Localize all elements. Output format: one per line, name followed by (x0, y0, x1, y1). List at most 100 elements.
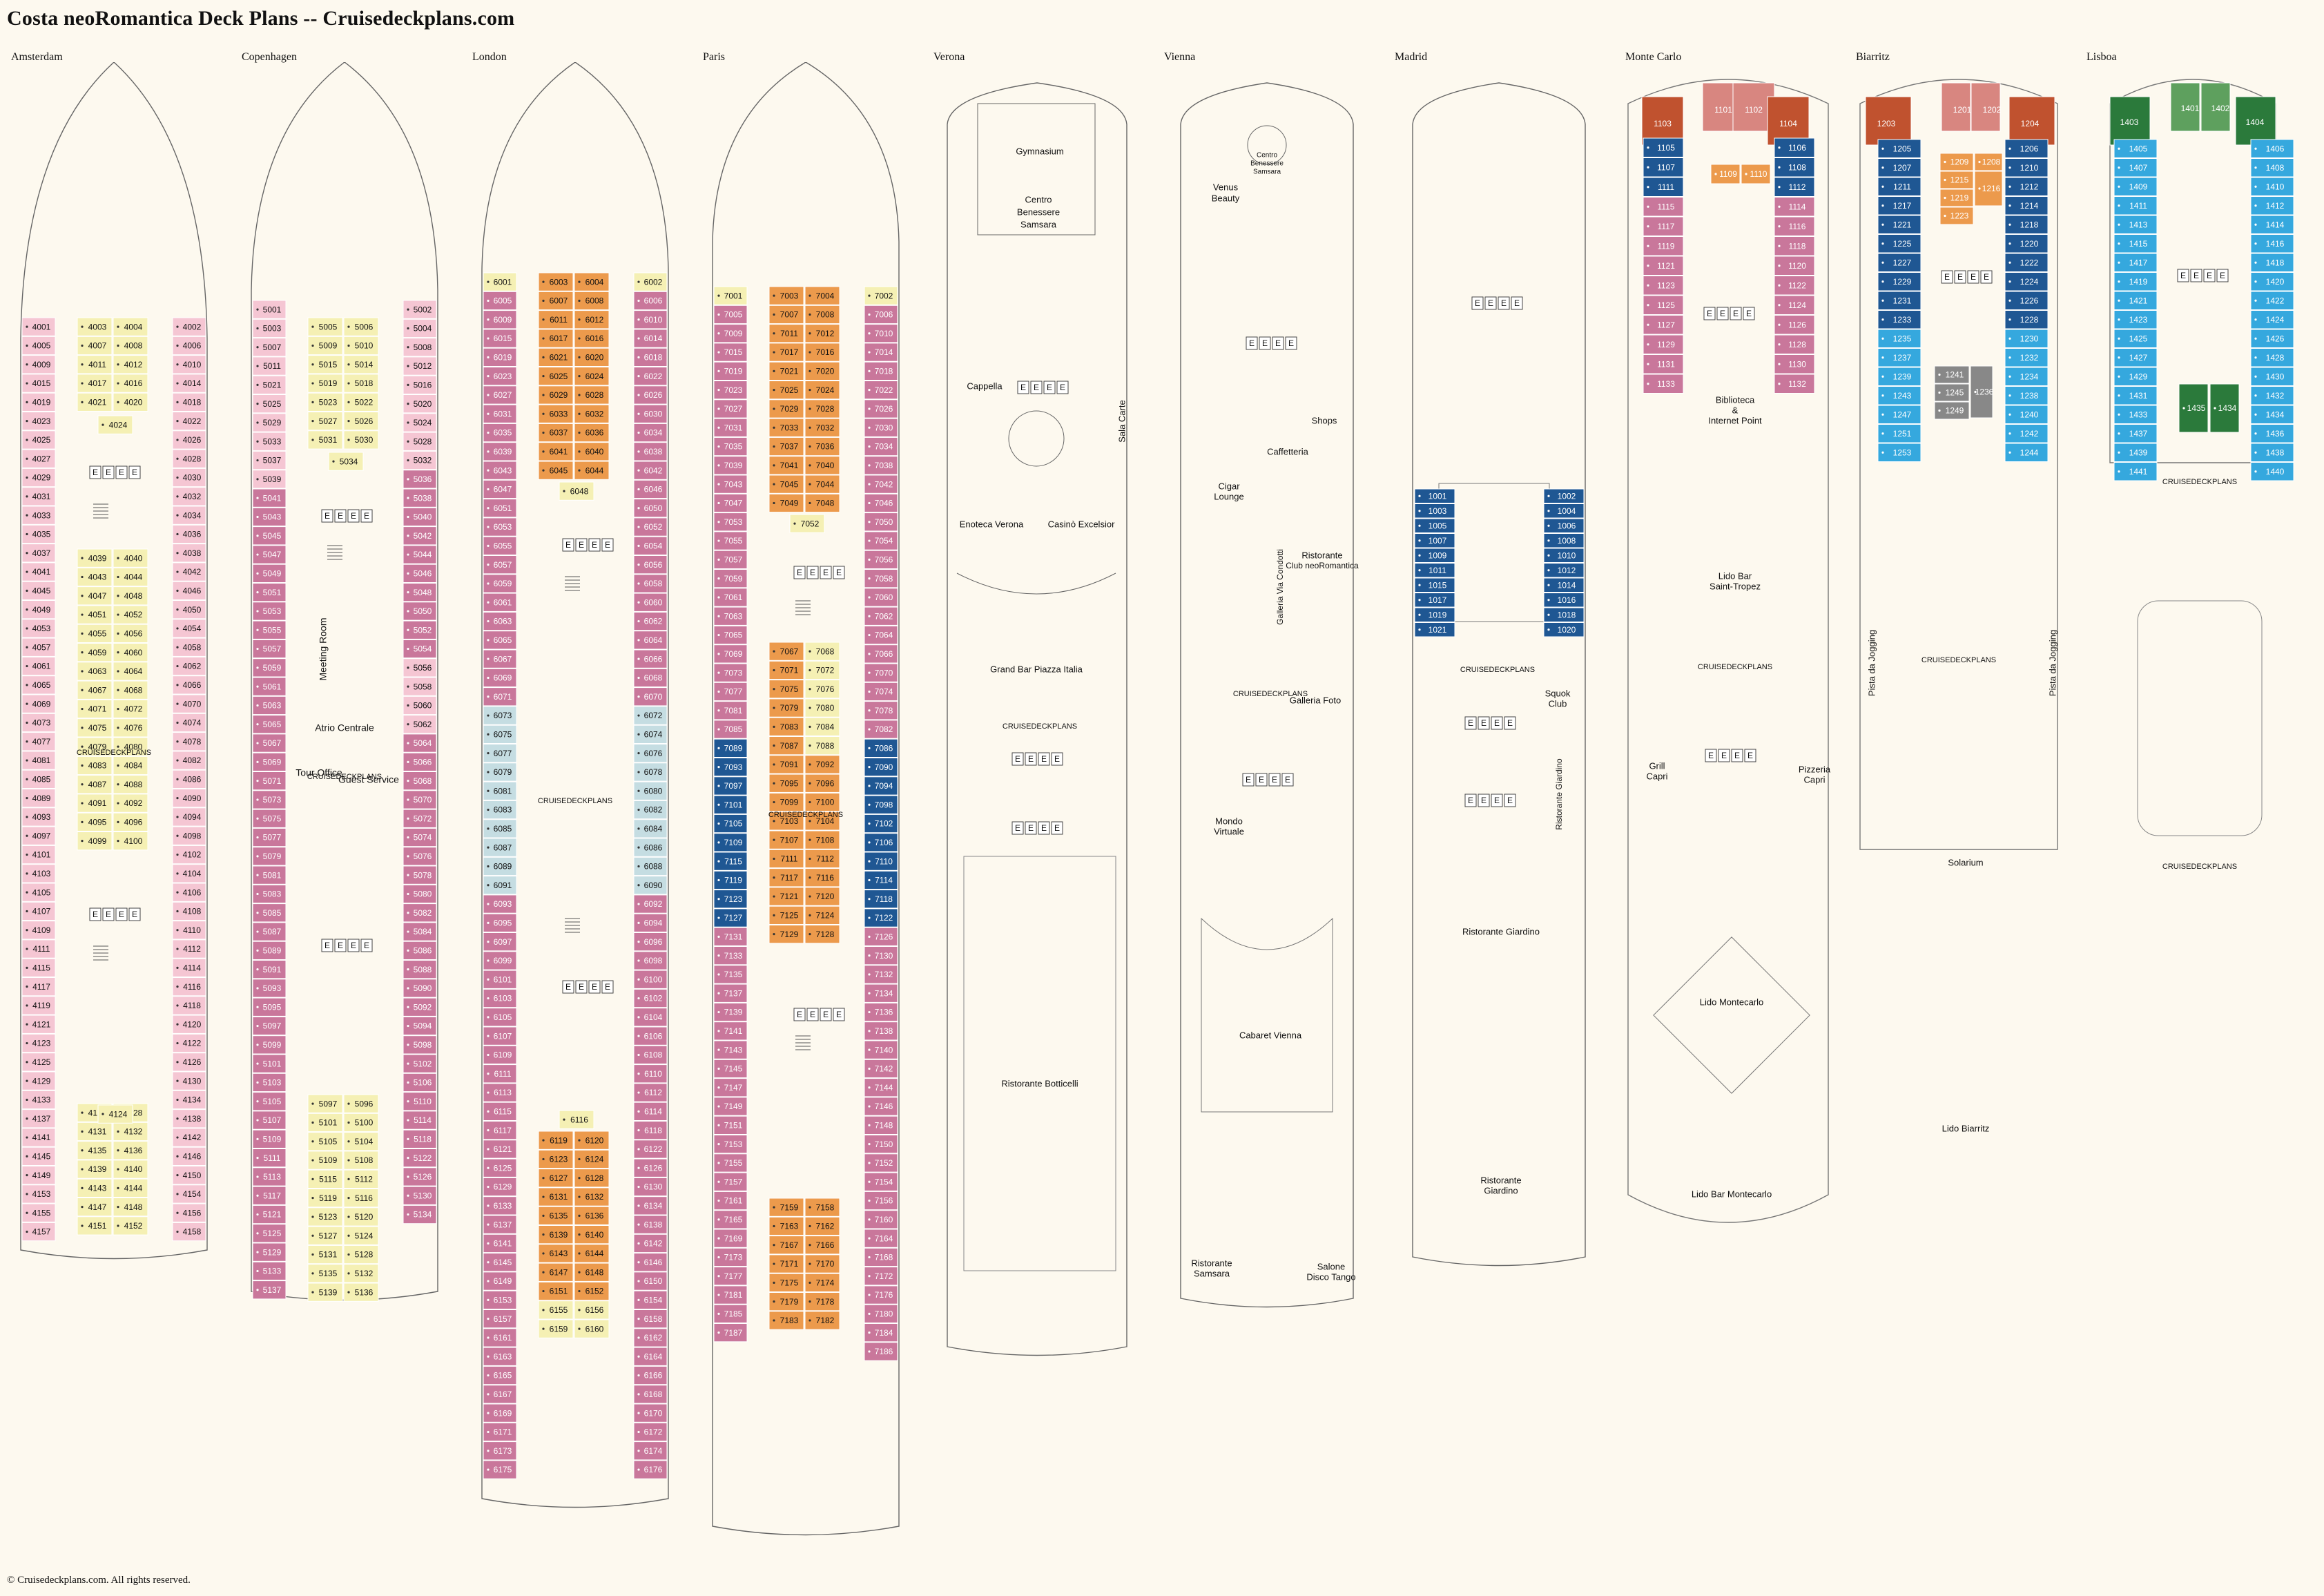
cabin[interactable]: 4082 (172, 751, 206, 770)
cabin-box[interactable] (1543, 607, 1585, 622)
cabin-box[interactable] (113, 831, 148, 851)
cabin[interactable]: 1215 (1939, 171, 1974, 189)
cabin[interactable]: 7008 (804, 305, 840, 325)
cabin-box[interactable] (1543, 488, 1585, 503)
cabin[interactable]: 7088 (804, 736, 840, 756)
cabin[interactable]: 7181 (713, 1285, 748, 1305)
cabin[interactable]: 7133 (713, 946, 748, 965)
cabin-box[interactable] (2113, 462, 2158, 481)
cabin[interactable]: 5085 (252, 903, 287, 923)
suite-cabin[interactable]: 1403 (2109, 96, 2151, 146)
cabin[interactable]: 4077 (21, 732, 56, 751)
cabin[interactable]: 6004 (574, 272, 610, 291)
cabin[interactable]: 1006 (1543, 518, 1585, 533)
cabin[interactable]: 4087 (77, 775, 113, 794)
cabin[interactable]: 5122 (403, 1148, 437, 1168)
cabin[interactable]: 7163 (768, 1216, 804, 1236)
cabin[interactable]: 6057 (483, 555, 517, 575)
cabin-box[interactable] (483, 574, 517, 593)
cabin-box[interactable] (1414, 548, 1455, 563)
restaurant-area[interactable] (963, 856, 1116, 1271)
cabin[interactable]: 6097 (483, 932, 517, 952)
cabin[interactable]: 1117 (1643, 216, 1684, 236)
cabin[interactable]: 7015 (713, 343, 748, 362)
cabin[interactable]: 6149 (483, 1271, 517, 1291)
cabin-box[interactable] (768, 418, 804, 437)
cabin[interactable]: 6159 (538, 1319, 574, 1338)
cabin[interactable]: 1408 (2250, 158, 2294, 177)
cabin-box[interactable] (483, 913, 517, 932)
cabin-box[interactable] (574, 329, 610, 348)
cabin[interactable]: 6070 (633, 687, 668, 706)
cabin[interactable]: 5004 (403, 318, 437, 338)
cabin[interactable]: 6075 (483, 724, 517, 744)
cabin[interactable]: 5048 (403, 583, 437, 602)
cabin[interactable]: 4091 (77, 794, 113, 813)
cabin[interactable]: 5095 (252, 997, 287, 1017)
cabin[interactable]: 5106 (403, 1073, 437, 1093)
cabin-box[interactable] (864, 588, 898, 607)
cabin[interactable]: 4014 (172, 374, 206, 393)
cabin[interactable]: 6132 (574, 1187, 610, 1206)
cabin[interactable]: 5009 (307, 336, 343, 356)
cabin[interactable]: 1129 (1643, 334, 1684, 354)
cabin[interactable]: 7064 (864, 625, 898, 645)
cabin[interactable]: 1021 (1414, 622, 1455, 637)
cabin[interactable]: 4068 (113, 680, 148, 700)
cabin[interactable]: 1221 (1877, 215, 1921, 234)
cabin-box[interactable] (2008, 96, 2055, 146)
cabin[interactable]: 6168 (633, 1385, 668, 1404)
cabin[interactable]: 6102 (633, 988, 668, 1008)
cabin[interactable]: 5073 (252, 790, 287, 809)
cabin[interactable]: 7116 (804, 868, 840, 887)
cabin[interactable]: 1014 (1543, 577, 1585, 593)
cabin-box[interactable] (1774, 216, 1815, 236)
cabin[interactable]: 6106 (633, 1026, 668, 1046)
cabin[interactable]: 7106 (864, 833, 898, 852)
cabin-box[interactable] (2004, 234, 2049, 253)
cabin-box[interactable] (2250, 291, 2294, 310)
cabin[interactable]: 7184 (864, 1323, 898, 1343)
cabin[interactable]: 1251 (1877, 424, 1921, 443)
cabin-box[interactable] (1643, 276, 1684, 296)
cabin[interactable]: 1223 (1939, 206, 1974, 225)
cabin[interactable]: 7149 (713, 1097, 748, 1116)
cabin[interactable]: 5114 (403, 1111, 437, 1130)
cabin[interactable]: 7121 (768, 887, 804, 906)
cabin-box[interactable] (2004, 196, 2049, 215)
cabin[interactable]: 7162 (804, 1216, 840, 1236)
cabin[interactable]: 5124 (343, 1226, 379, 1245)
cabin-box[interactable] (483, 291, 517, 311)
cabin-box[interactable] (1414, 607, 1455, 622)
cabin[interactable]: 5063 (252, 695, 287, 715)
cabin[interactable]: 7167 (768, 1236, 804, 1255)
cabin[interactable]: 4015 (21, 374, 56, 393)
cabin[interactable]: 6027 (483, 385, 517, 405)
cabin[interactable]: 7001 (713, 286, 748, 305)
cabin[interactable]: 5036 (403, 470, 437, 489)
cabin[interactable]: 1008 (1543, 533, 1585, 548)
cabin[interactable]: 6012 (574, 310, 610, 329)
cabin-box[interactable] (2113, 405, 2158, 424)
cabin[interactable]: 4114 (172, 958, 206, 977)
cabin[interactable]: 1249 (1934, 401, 1970, 420)
cabin[interactable]: 1217 (1877, 196, 1921, 215)
cabin[interactable]: 1105 (1643, 137, 1684, 157)
cabin[interactable]: 1222 (2004, 253, 2049, 272)
cabin[interactable]: 7097 (713, 776, 748, 796)
cabin[interactable]: 7017 (768, 343, 804, 362)
cabin[interactable]: 5064 (403, 733, 437, 753)
cabin[interactable]: 6026 (633, 385, 668, 405)
cabin-box[interactable] (538, 367, 574, 386)
cabin[interactable]: 7010 (864, 324, 898, 343)
cabin[interactable]: 7063 (713, 606, 748, 626)
cabin[interactable]: 4104 (172, 864, 206, 883)
cabin[interactable]: 7062 (864, 606, 898, 626)
cabin[interactable]: 6016 (574, 329, 610, 348)
cabin-box[interactable] (483, 838, 517, 857)
cabin[interactable]: 6011 (538, 310, 574, 329)
cabin-box[interactable] (1877, 329, 1921, 348)
cabin[interactable]: 5018 (343, 374, 379, 393)
cabin[interactable]: 5110 (403, 1092, 437, 1111)
cabin[interactable]: 4119 (21, 996, 56, 1015)
